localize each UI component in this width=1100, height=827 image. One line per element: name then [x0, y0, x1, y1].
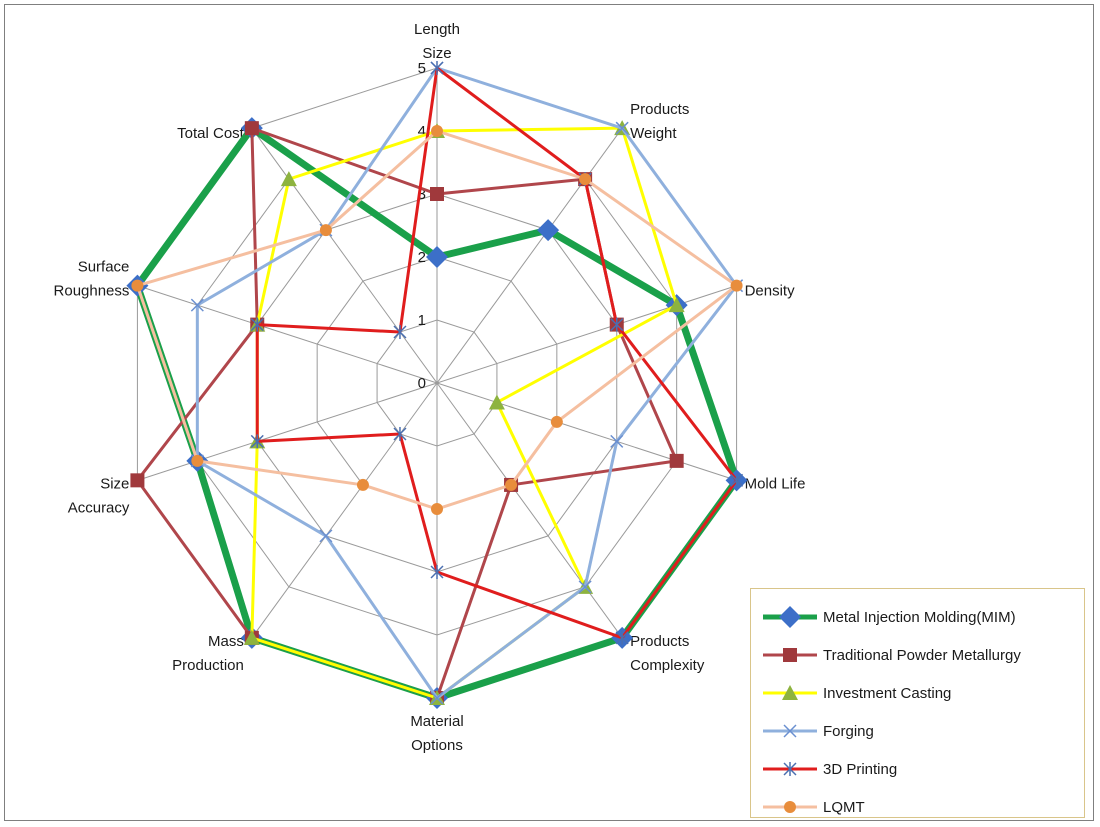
series-point: [488, 394, 505, 410]
series-1: [130, 121, 684, 705]
radar-series: [126, 61, 748, 709]
series-point: [319, 529, 333, 543]
grid-spoke: [436, 285, 737, 384]
series-point: [537, 219, 560, 242]
series-point: [430, 691, 444, 705]
series-point: [431, 503, 443, 515]
legend-swatch: [763, 762, 817, 776]
series-point: [191, 454, 204, 467]
series-point: [579, 173, 592, 186]
series-point: [610, 434, 624, 448]
series-point: [430, 187, 444, 201]
tick-label: 2: [418, 249, 426, 266]
tick-label: 5: [418, 60, 426, 77]
grid-spoke: [251, 382, 438, 639]
legend-marker: [779, 606, 801, 628]
series-line: [250, 126, 679, 700]
grid-spoke: [436, 382, 737, 481]
legend-marker: [784, 801, 796, 813]
series-point: [430, 565, 444, 579]
series-point: [393, 325, 407, 340]
legend-label: Forging: [823, 722, 874, 740]
legend-marker: [783, 724, 797, 738]
series-point: [730, 473, 744, 488]
legend-item: Forging: [761, 719, 1081, 743]
radar-tick-labels: 0 1 2 3 4 5: [418, 60, 426, 392]
grid-spoke: [137, 285, 438, 384]
series-point: [668, 297, 685, 313]
legend-label: 3D Printing: [823, 760, 898, 778]
grid-spoke: [436, 127, 623, 384]
grid-spoke: [436, 382, 623, 639]
series-point: [131, 279, 144, 292]
series-point: [615, 630, 629, 645]
legend-swatch: [763, 648, 817, 662]
legend-swatch: [763, 724, 817, 738]
legend-marker: [782, 685, 798, 700]
legend-label: Metal Injection Molding(MIM): [823, 608, 1016, 626]
series-5: [131, 125, 743, 515]
grid-spoke: [137, 382, 438, 481]
series-point: [669, 453, 684, 468]
tick-label: 4: [418, 123, 426, 140]
legend-swatch: [763, 801, 817, 813]
legend-label: Investment Casting: [823, 684, 952, 702]
series-point: [730, 279, 743, 292]
legend-item: LQMT: [761, 795, 1081, 819]
series-point: [190, 298, 204, 312]
series-point: [615, 121, 629, 135]
series-point: [430, 61, 444, 75]
series-point: [426, 246, 448, 268]
series-line: [135, 126, 679, 700]
series-point: [319, 224, 332, 237]
series-point: [431, 125, 443, 137]
legend-item: Investment Casting: [761, 681, 1081, 705]
series-point: [244, 121, 259, 136]
legend-label: Traditional Powder Metallurgy: [823, 646, 1021, 664]
series-point: [130, 473, 145, 488]
legend-marker: [783, 762, 797, 776]
legend-item: Traditional Powder Metallurgy: [761, 643, 1081, 667]
series-point: [356, 478, 369, 491]
axis-label: Density: [745, 283, 796, 300]
series-point: [550, 415, 563, 428]
axis-label: Mold Life: [745, 475, 806, 492]
legend-swatch: [763, 606, 817, 628]
legend-label: LQMT: [823, 798, 865, 816]
series-point: [250, 317, 264, 332]
legend-item: Metal Injection Molding(MIM): [761, 605, 1081, 629]
legend: Metal Injection Molding(MIM) Traditional …: [750, 588, 1085, 818]
legend-marker: [783, 648, 797, 662]
series-point: [393, 426, 407, 441]
series-point: [243, 629, 260, 645]
series-4: [250, 61, 744, 645]
series-line: [195, 66, 739, 700]
legend-item: 3D Printing: [761, 757, 1081, 781]
series-point: [505, 478, 518, 491]
grid-spoke: [251, 127, 438, 384]
legend-swatch: [763, 685, 817, 700]
series-point: [250, 434, 264, 449]
tick-label: 3: [418, 186, 426, 203]
series-point: [610, 317, 624, 332]
series-point: [280, 171, 297, 187]
tick-label: 1: [418, 312, 426, 329]
axis-label: Total Cost: [177, 125, 245, 142]
tick-label: 0: [418, 375, 426, 392]
series-point: [578, 580, 592, 594]
